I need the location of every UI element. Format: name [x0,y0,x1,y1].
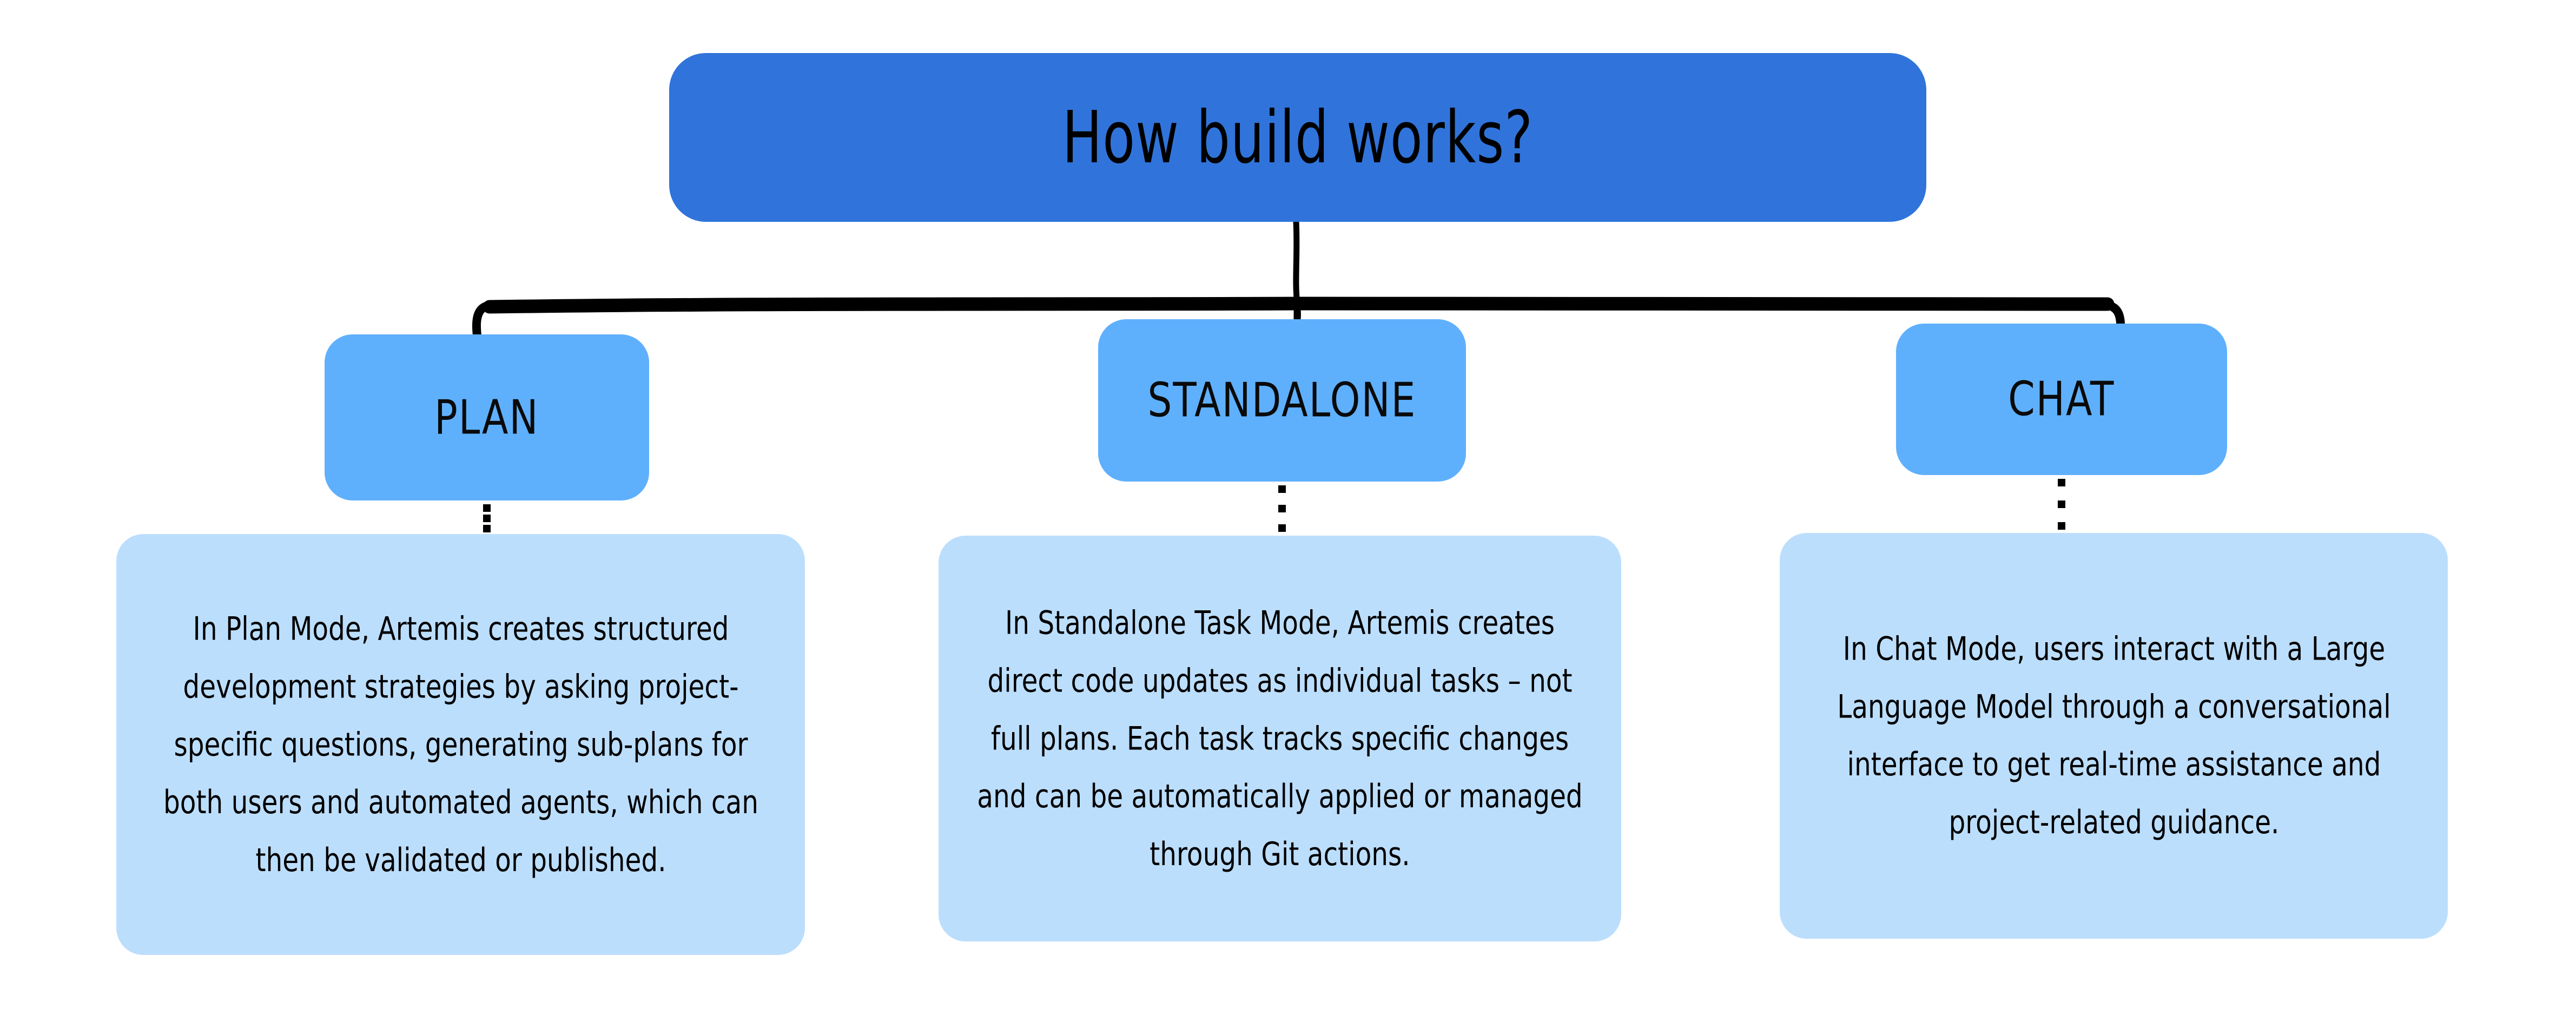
branch-label-standalone: STANDALONE [1147,373,1417,428]
description-text-chat: In Chat Mode, users interact with a Larg… [1837,630,2391,841]
description-text-standalone: In Standalone Task Mode, Artemis creates… [977,604,1583,873]
branch-node-chat[interactable]: CHAT [1896,324,2227,475]
connector-dot [1278,524,1286,532]
connector-bus-bar [483,297,2115,314]
dotted-connector-plan [483,504,491,532]
title-node[interactable]: How build works? [669,53,1926,222]
connector-dot [2058,500,2065,508]
connector-dot [483,515,491,522]
connector-dot [1278,485,1286,493]
connector-dot [483,525,491,532]
connector-dot [483,504,491,512]
description-card-standalone: In Standalone Task Mode, Artemis creates… [939,536,1621,941]
description-card-chat: In Chat Mode, users interact with a Larg… [1780,533,2448,939]
branch-label-chat: CHAT [2008,372,2115,427]
connector-dot [1278,505,1286,512]
description-card-plan: In Plan Mode, Artemis creates structured… [116,534,805,955]
title-label: How build works? [1062,95,1534,180]
dotted-connector-standalone [1278,485,1286,532]
connector-dot [2058,479,2065,486]
description-text-plan: In Plan Mode, Artemis creates structured… [163,610,758,879]
dotted-connector-chat [2058,479,2065,530]
branch-label-plan: PLAN [434,390,539,445]
connector-dot [2058,522,2065,530]
branch-node-standalone[interactable]: STANDALONE [1098,319,1466,482]
connector-stem [1293,219,1301,337]
branch-node-plan[interactable]: PLAN [325,334,649,500]
